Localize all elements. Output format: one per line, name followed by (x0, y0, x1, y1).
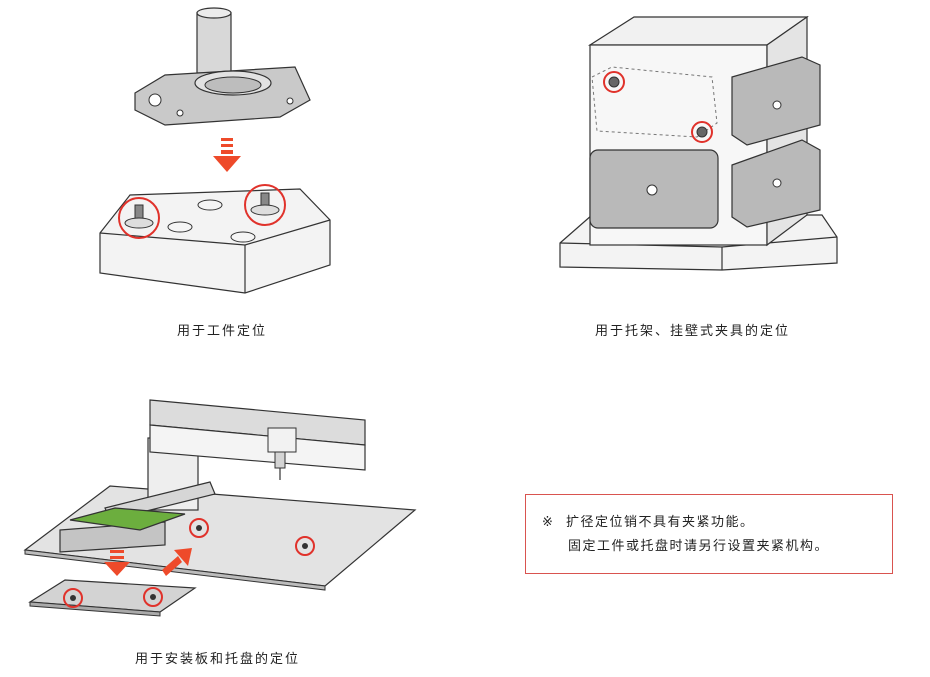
down-arrow-icon (213, 138, 241, 172)
caption-workpiece: 用于工件定位 (177, 324, 268, 339)
shelf-diagram (552, 5, 852, 275)
note-text-1: 扩径定位销不具有夹紧功能。 (566, 515, 755, 530)
note-line-1: ※ 扩径定位销不具有夹紧功能。 (542, 511, 892, 535)
pin-highlight-circle (295, 536, 315, 556)
note-box: ※ 扩径定位销不具有夹紧功能。 固定工件或托盘时请另行设置夹紧机构。 (525, 494, 893, 574)
down-arrow-icon (104, 550, 130, 576)
pin-highlight-circle (63, 588, 83, 608)
pin-highlight-circle (189, 518, 209, 538)
note-mark: ※ (542, 515, 555, 530)
note-text-2: 固定工件或托盘时请另行设置夹紧机构。 (568, 539, 830, 554)
caption-board: 用于安装板和托盘的定位 (135, 652, 301, 667)
caption-shelf: 用于托架、挂壁式夹具的定位 (595, 324, 791, 339)
pin-highlight-circle (143, 587, 163, 607)
pin-highlight-circle (603, 71, 625, 93)
pin-highlight-circle (691, 121, 713, 143)
pin-highlight-circle (118, 197, 160, 239)
pin-highlight-circle (244, 184, 286, 226)
workpiece-diagram (95, 5, 345, 305)
board-diagram (20, 390, 420, 630)
diagonal-arrow-icon (162, 548, 192, 576)
